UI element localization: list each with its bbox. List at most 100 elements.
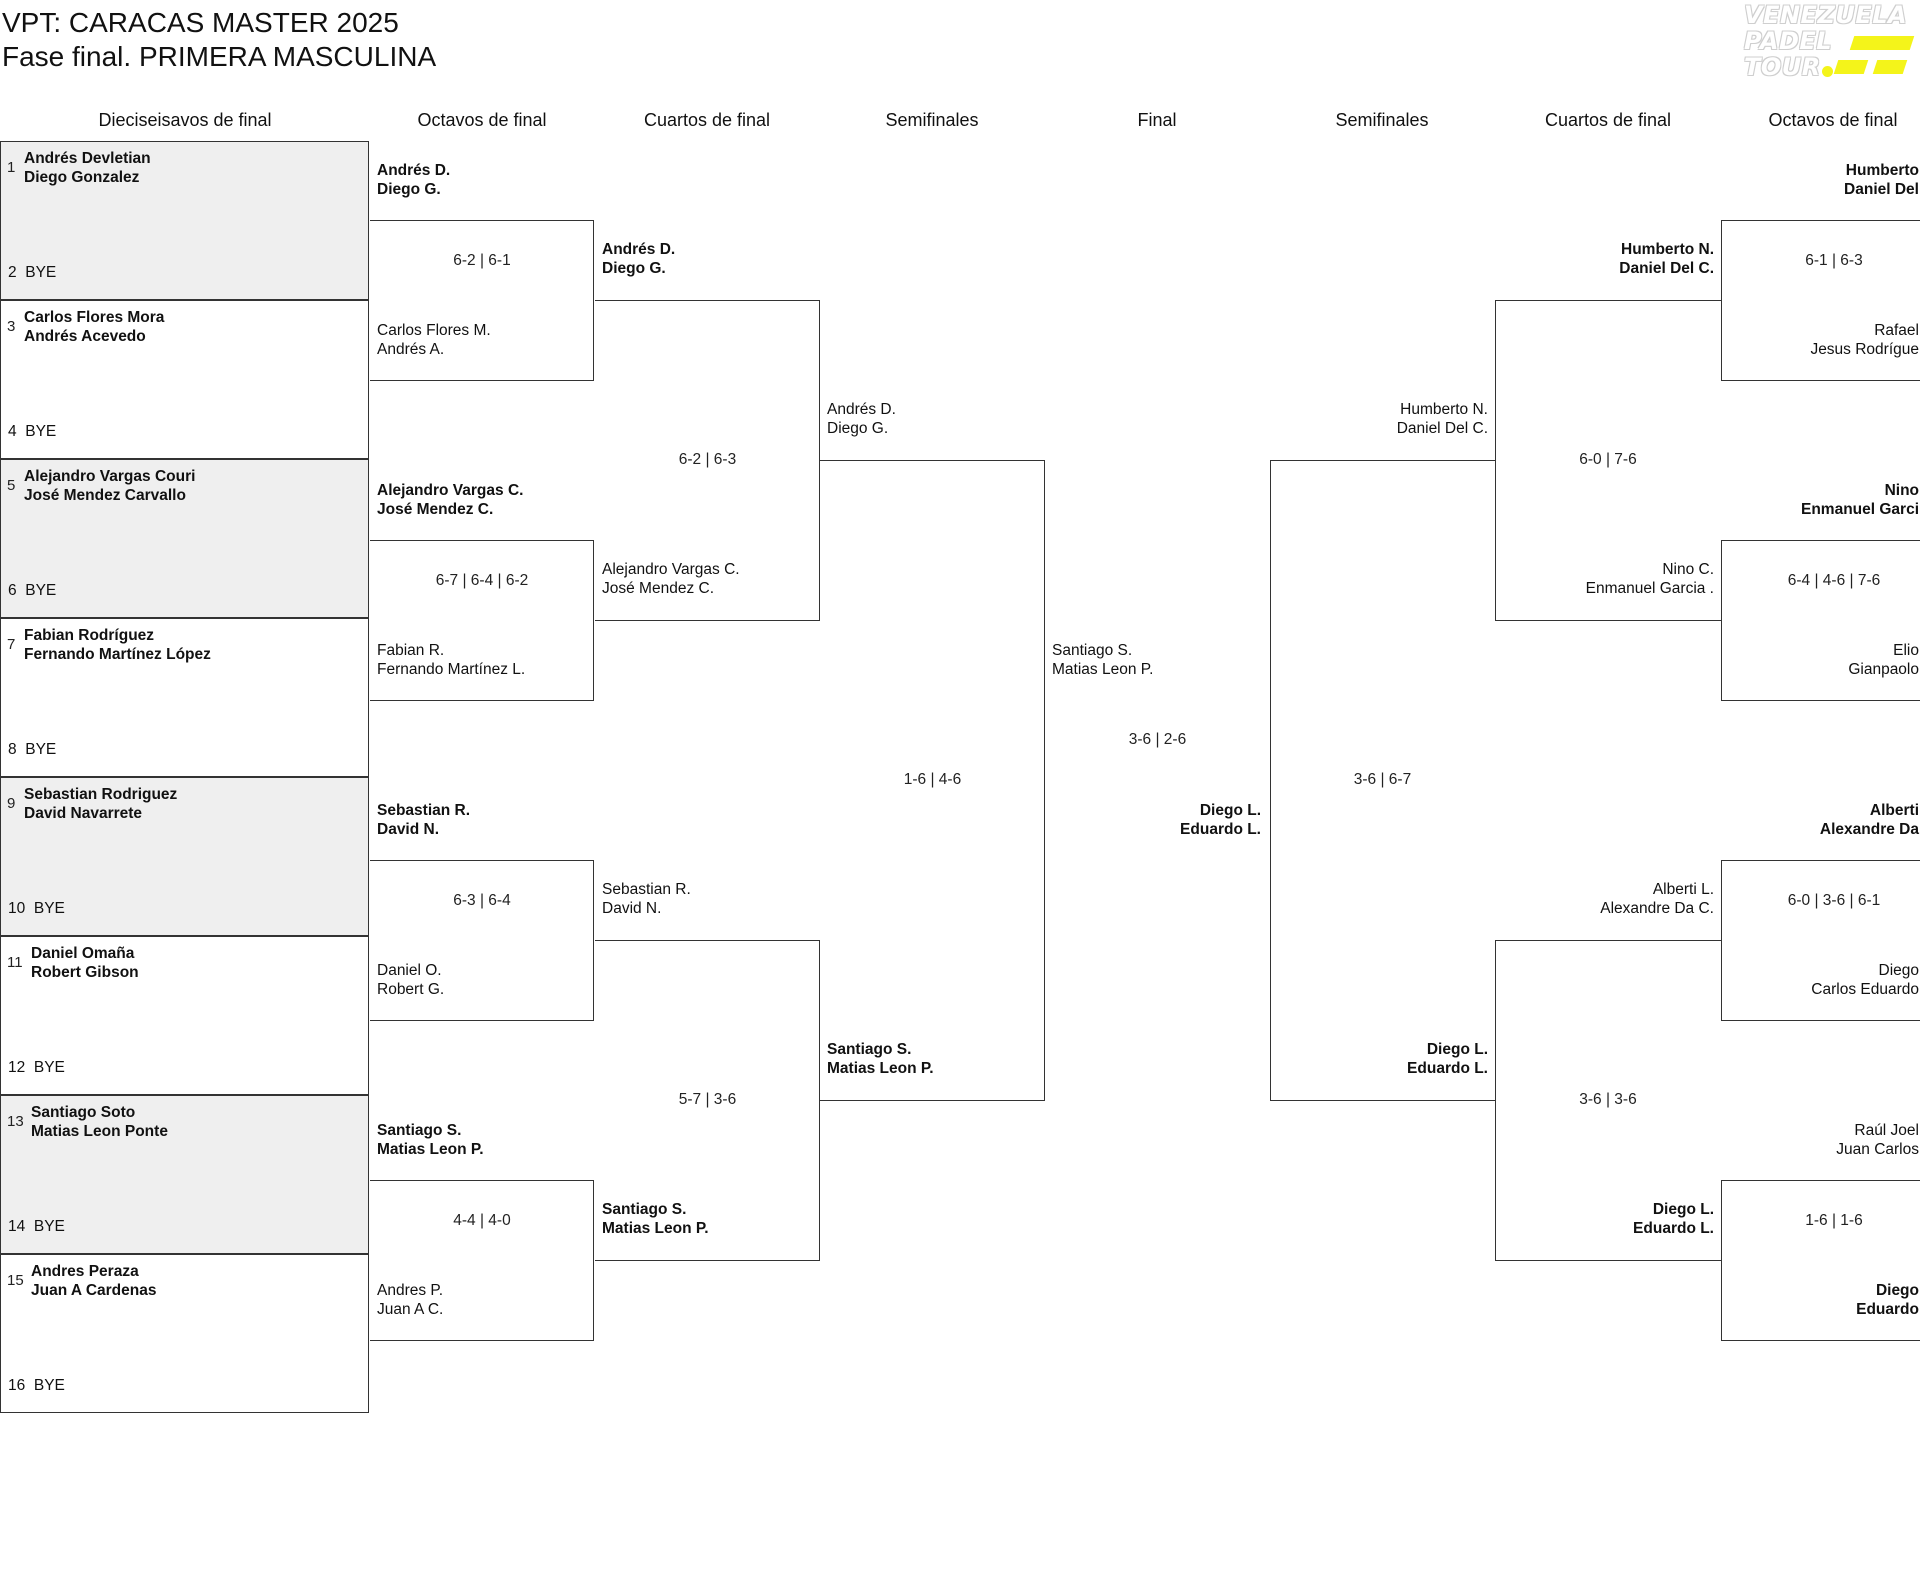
left-r16-score: 6-2 | 6-1	[453, 252, 511, 269]
column-header-4: Semifinales	[885, 110, 979, 130]
left-r16-match-4-top-line	[370, 1180, 594, 1181]
right-sf-match-vertical-line	[1270, 460, 1271, 1101]
seed-pair-box	[0, 936, 369, 1095]
bye-label: BYE	[33, 1377, 65, 1394]
team-player-1: Diego	[1878, 962, 1920, 979]
left-r16-score: 4-4 | 4-0	[453, 1212, 511, 1229]
team-player-2: Fernando Martínez L.	[377, 661, 526, 678]
team-player-1: Daniel O.	[377, 962, 442, 979]
column-header-7: Cuartos de final	[1544, 110, 1672, 130]
final-team-left: Santiago S.Matias Leon P.	[1052, 641, 1267, 679]
seed-bye-row: 8 BYE	[8, 740, 56, 759]
seed-player: Fernando Martínez López	[24, 646, 211, 663]
seed-number: 14	[8, 1218, 26, 1235]
left-r16-match-3-top-line	[370, 860, 594, 861]
seed-player: Daniel Omaña	[31, 945, 135, 962]
column-header-5: Final	[1137, 110, 1177, 130]
left-qf-team-top: Sebastian R.David N.	[602, 880, 817, 918]
right-qf-match-1-vertical-line	[1495, 300, 1496, 621]
bye-label: BYE	[33, 1218, 65, 1235]
column-header-2: Octavos de final	[417, 110, 547, 130]
seed-player: Andrés Acevedo	[24, 328, 146, 345]
right-r16-match-2-bottom-line	[1721, 700, 1920, 701]
logo-line-1: VENEZUELA	[1744, 1, 1908, 29]
left-qf-team-top: Andrés D.Diego G.	[602, 240, 817, 278]
team-player-2: Carlos Eduardo	[1811, 981, 1919, 998]
team-player-1: Alberti	[1869, 802, 1919, 819]
right-qf-team-bottom: Diego L.Eduardo L.	[1495, 1200, 1714, 1238]
seed-bye-row: 6 BYE	[8, 581, 56, 600]
seed-number: 15	[7, 1272, 24, 1289]
seed-player: Matias Leon Ponte	[31, 1123, 168, 1140]
team-player-2: Matias Leon P.	[827, 1060, 934, 1077]
right-qf-match-2-vertical-line	[1495, 940, 1496, 1261]
seed-pair-box	[0, 459, 369, 618]
logo-line-2: PADEL	[1744, 27, 1833, 55]
team-player-2: Jesus Rodrígue	[1810, 341, 1919, 358]
logo-line-3: TOUR	[1744, 53, 1821, 81]
team-player-2: Alexandre Da C.	[1600, 900, 1714, 917]
column-header-3: Cuartos de final	[643, 110, 771, 130]
left-r16-match-4-bottom-line	[370, 1340, 594, 1341]
seed-number: 10	[8, 900, 26, 917]
team-player-1: Diego	[1875, 1282, 1919, 1299]
right-r16-score: 6-1 | 6-3	[1805, 252, 1863, 269]
right-r16-match-1-vertical-line	[1721, 220, 1722, 381]
team-player-2: Enmanuel Garci	[1800, 501, 1919, 518]
seed-number: 7	[7, 636, 16, 653]
team-player-2: Gianpaolo	[1848, 661, 1919, 678]
right-qf-score: 6-0 | 7-6	[1579, 451, 1637, 468]
team-player-2: Diego G.	[377, 181, 441, 198]
right-qf-team-bottom: Nino C.Enmanuel Garcia .	[1495, 560, 1714, 598]
bye-label: BYE	[33, 1059, 65, 1076]
left-r16-team-top: Santiago S.Matias Leon P.	[377, 1121, 591, 1159]
logo-accent-bar-left	[1833, 60, 1869, 74]
team-player-1: Diego L.	[1199, 802, 1261, 819]
team-player-2: José Mendez C.	[602, 580, 714, 597]
right-sf-match-top-line	[1270, 460, 1495, 461]
team-player-1: Rafael	[1874, 322, 1919, 339]
team-player-1: Humberto	[1845, 162, 1919, 179]
right-r16-match-4-bottom-line	[1721, 1340, 1920, 1341]
logo-accent-bar-top	[1849, 36, 1915, 50]
right-r16-match-3-bottom-line	[1721, 1020, 1920, 1021]
seed-number: 12	[8, 1059, 26, 1076]
seed-pair-box	[0, 141, 369, 300]
right-qf-match-2-top-line	[1495, 940, 1721, 941]
team-player-1: Fabian R.	[377, 642, 445, 659]
right-r16-match-3-vertical-line	[1721, 860, 1722, 1021]
seed-number: 2	[8, 264, 17, 281]
team-player-1: Humberto N.	[1621, 241, 1714, 258]
seed-number: 13	[7, 1113, 24, 1130]
team-player-2: Diego G.	[827, 420, 889, 437]
right-sf-team-bottom: Diego L.Eduardo L.	[1270, 1040, 1488, 1078]
left-qf-team-bottom: Santiago S.Matias Leon P.	[602, 1200, 817, 1238]
right-r16-score: 1-6 | 1-6	[1805, 1212, 1863, 1229]
team-player-2: Eduardo L.	[1180, 821, 1261, 838]
bye-label: BYE	[33, 900, 65, 917]
seed-number: 6	[8, 582, 17, 599]
left-r16-match-3-bottom-line	[370, 1020, 594, 1021]
left-qf-match-1-vertical-line	[819, 300, 820, 621]
right-r16-match-4-vertical-line	[1721, 1180, 1722, 1341]
left-r16-team-top: Sebastian R.David N.	[377, 801, 591, 839]
page-subtitle: Fase final. PRIMERA MASCULINA	[2, 41, 437, 72]
bye-label: BYE	[25, 582, 57, 599]
team-player-1: Carlos Flores M.	[377, 322, 491, 339]
left-r16-team-bottom: Andres P.Juan A C.	[377, 1281, 591, 1319]
left-r16-match-1-bottom-line	[370, 380, 594, 381]
left-qf-score: 6-2 | 6-3	[678, 451, 737, 468]
left-qf-match-2-vertical-line	[819, 940, 820, 1261]
team-player-1: Raúl Joel	[1854, 1122, 1919, 1139]
left-qf-team-bottom: Alejandro Vargas C.José Mendez C.	[602, 560, 817, 598]
left-r16-team-bottom: Fabian R. Fernando Martínez L.	[377, 641, 591, 679]
right-qf-team-top: Alberti L.Alexandre Da C.	[1495, 880, 1714, 918]
seed-player: Diego Gonzalez	[24, 169, 140, 186]
team-player-1: Andrés D.	[377, 162, 451, 179]
seed-player: Andres Peraza	[31, 1263, 139, 1280]
